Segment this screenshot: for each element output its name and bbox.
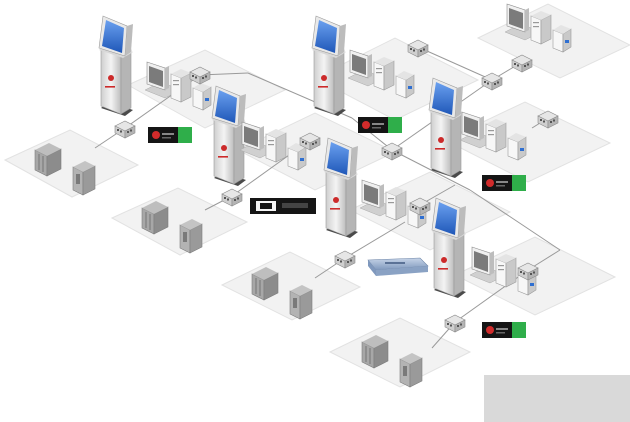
- kiosk-terminal-4: [428, 77, 464, 179]
- floor-panel-kiosk-4: [443, 101, 612, 183]
- black-white-appliance: [250, 198, 316, 214]
- floor-panel-cabinet-3: [220, 251, 362, 321]
- kiosk-terminal-1: [98, 15, 134, 117]
- floor-panel-cabinet-4: [328, 317, 472, 388]
- floor-panel-cabinet-1: [3, 129, 140, 198]
- kiosk-terminal-5: [323, 137, 359, 239]
- kiosk-zone-2: [311, 15, 429, 133]
- kiosk-zone-1: [98, 15, 212, 143]
- kiosk-terminal-3: [211, 85, 247, 187]
- blue-module-appliance: [367, 257, 429, 276]
- floor-panel-cabinet-2: [110, 187, 249, 256]
- kiosk-zone-5: [221, 137, 431, 276]
- kiosk-terminal-6: [431, 197, 467, 299]
- kiosk-terminal-2: [311, 15, 347, 117]
- corner-block: [484, 375, 630, 422]
